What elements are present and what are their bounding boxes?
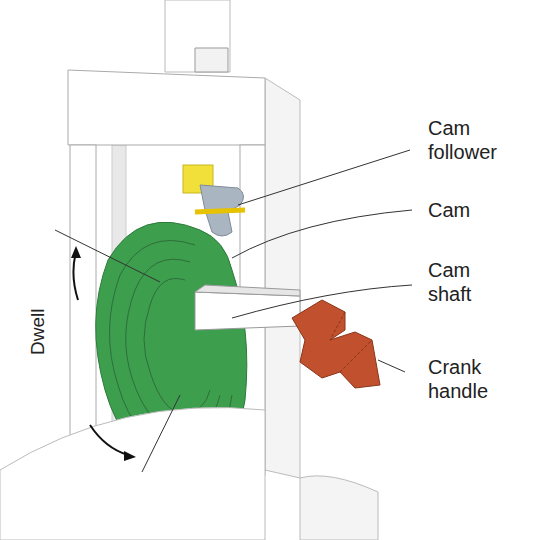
leader-line: [238, 150, 410, 205]
rod-end: [195, 48, 228, 72]
leader-line: [232, 285, 412, 318]
base-front: [0, 408, 265, 540]
dwell-label: Dwell: [26, 285, 50, 355]
crank-fold: [330, 312, 372, 372]
dwell-line: [55, 230, 160, 282]
dwell-line: [142, 395, 180, 472]
top-beam: [68, 70, 265, 145]
part-label: Cam follower: [428, 116, 528, 164]
arrow-head: [71, 246, 81, 258]
side-panel: [265, 78, 300, 478]
follower-rod: [165, 0, 230, 72]
leader-line: [378, 360, 405, 372]
frame-post: [70, 145, 96, 475]
part-label: Crank handle: [428, 355, 513, 403]
base-side: [300, 476, 378, 540]
part-label: Cam shaft: [428, 258, 508, 306]
cam-shaft: [195, 292, 300, 330]
part-label: Cam: [428, 198, 528, 222]
dwell-arrow: [73, 252, 78, 300]
dwell-arrow: [90, 425, 128, 455]
cam-shaft-top: [195, 285, 300, 296]
arrow-head: [124, 451, 136, 461]
crank-handle: [292, 300, 380, 388]
follower-pin: [195, 210, 245, 212]
leader-line: [232, 210, 412, 258]
